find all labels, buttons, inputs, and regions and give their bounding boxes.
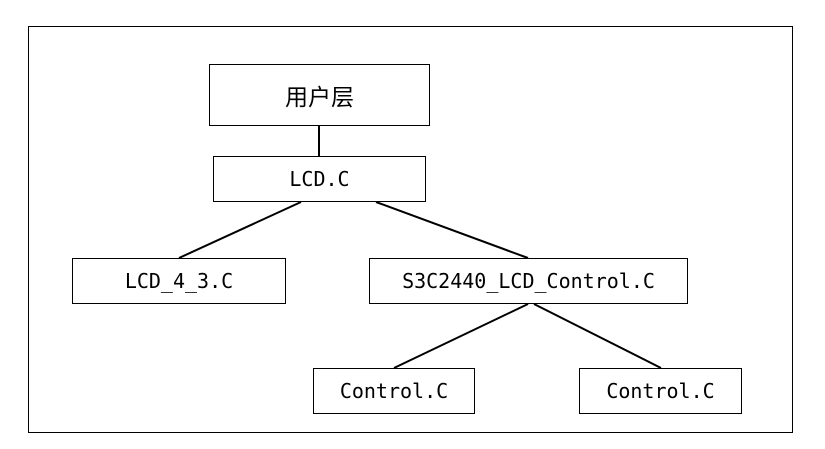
edge-s3c2440-control-c-left bbox=[393, 303, 529, 369]
node-user-layer: 用户层 bbox=[209, 64, 430, 126]
node-lcd-c: LCD.C bbox=[213, 156, 426, 202]
node-control-c-left: Control.C bbox=[313, 368, 475, 414]
edge-s3c2440-control-c-right bbox=[533, 303, 662, 369]
edge-lcd-c-s3c2440-lcd-control-c bbox=[375, 201, 529, 259]
node-s3c2440-lcd-control-c: S3C2440_LCD_Control.C bbox=[369, 258, 688, 304]
node-control-c-right: Control.C bbox=[579, 368, 742, 414]
node-lcd-4-3-c: LCD_4_3.C bbox=[72, 258, 286, 304]
edge-lcd-c-lcd-4-3-c bbox=[178, 201, 302, 259]
diagram-frame bbox=[28, 26, 793, 433]
